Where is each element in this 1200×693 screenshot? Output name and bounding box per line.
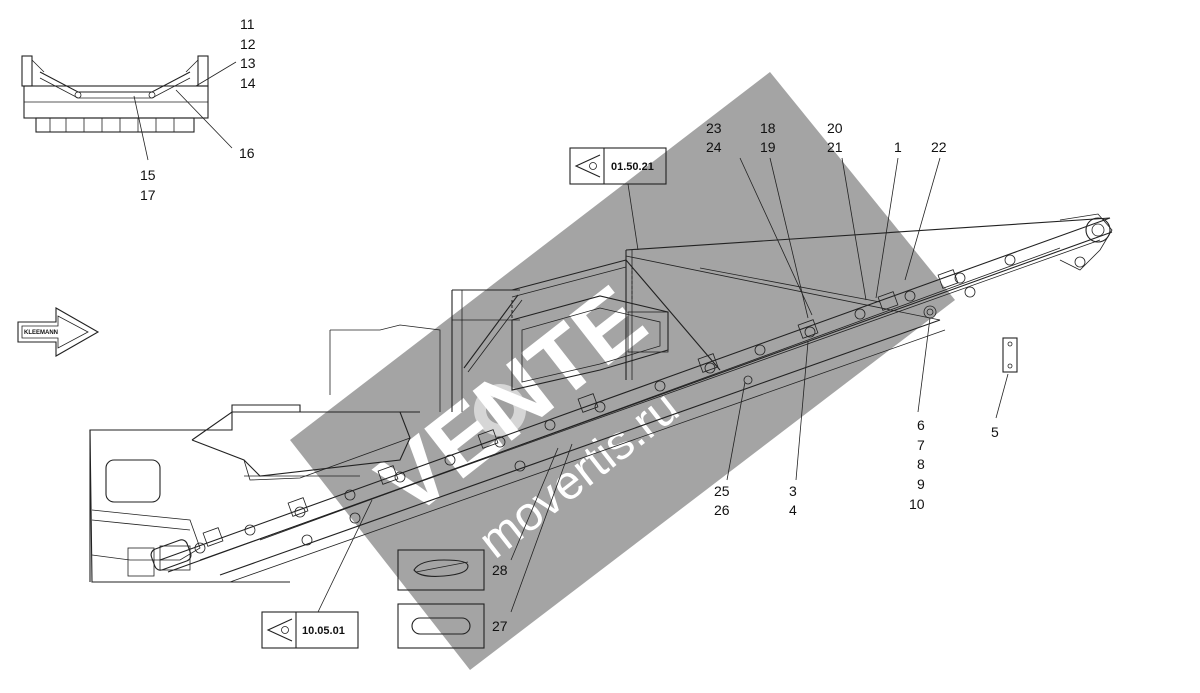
callout-13: 13 [240, 55, 256, 71]
callout-17: 17 [140, 187, 156, 203]
decal-27 [397, 603, 485, 649]
callout-12: 12 [240, 36, 256, 52]
callout-26: 26 [714, 502, 730, 518]
callout-8: 8 [917, 456, 925, 472]
callout-5: 5 [991, 424, 999, 440]
callout-14: 14 [240, 75, 256, 91]
callout-16: 16 [239, 145, 255, 161]
part-5-plate [1002, 337, 1018, 373]
callout-1: 1 [894, 139, 902, 155]
decal-28 [397, 549, 485, 591]
callout-28: 28 [492, 562, 508, 578]
eye-icon [574, 154, 601, 178]
callout-7: 7 [917, 437, 925, 453]
callout-9: 9 [917, 476, 925, 492]
detail-cross-section [21, 55, 237, 161]
callout-11: 11 [240, 16, 255, 32]
leader-lines [510, 157, 1009, 613]
callout-22: 22 [931, 139, 947, 155]
reference-box-10-05-01[interactable]: 10.05.01 [261, 611, 359, 649]
callout-23: 23 [706, 120, 722, 136]
conveyor-boom [150, 213, 1113, 583]
reference-code: 01.50.21 [611, 161, 654, 173]
reference-code: 10.05.01 [302, 625, 345, 637]
callout-15: 15 [140, 167, 156, 183]
callout-21: 21 [827, 139, 843, 155]
machine-body [89, 250, 669, 583]
callout-18: 18 [760, 120, 776, 136]
callout-labels: 11 12 13 14 16 15 17 23 24 18 19 20 21 1… [140, 16, 999, 634]
reference-box-01-50-21[interactable]: 01.50.21 [569, 147, 667, 185]
callout-25: 25 [714, 483, 730, 499]
callout-6: 6 [917, 417, 925, 433]
callout-10: 10 [909, 496, 925, 512]
eye-icon [266, 618, 293, 642]
callout-27: 27 [492, 618, 508, 634]
callout-19: 19 [760, 139, 776, 155]
callout-20: 20 [827, 120, 843, 136]
callout-4: 4 [789, 502, 797, 518]
callout-3: 3 [789, 483, 797, 499]
direction-arrow: KLEEMANN [17, 307, 100, 357]
brand-plate-text: KLEEMANN [24, 330, 58, 336]
callout-24: 24 [706, 139, 722, 155]
